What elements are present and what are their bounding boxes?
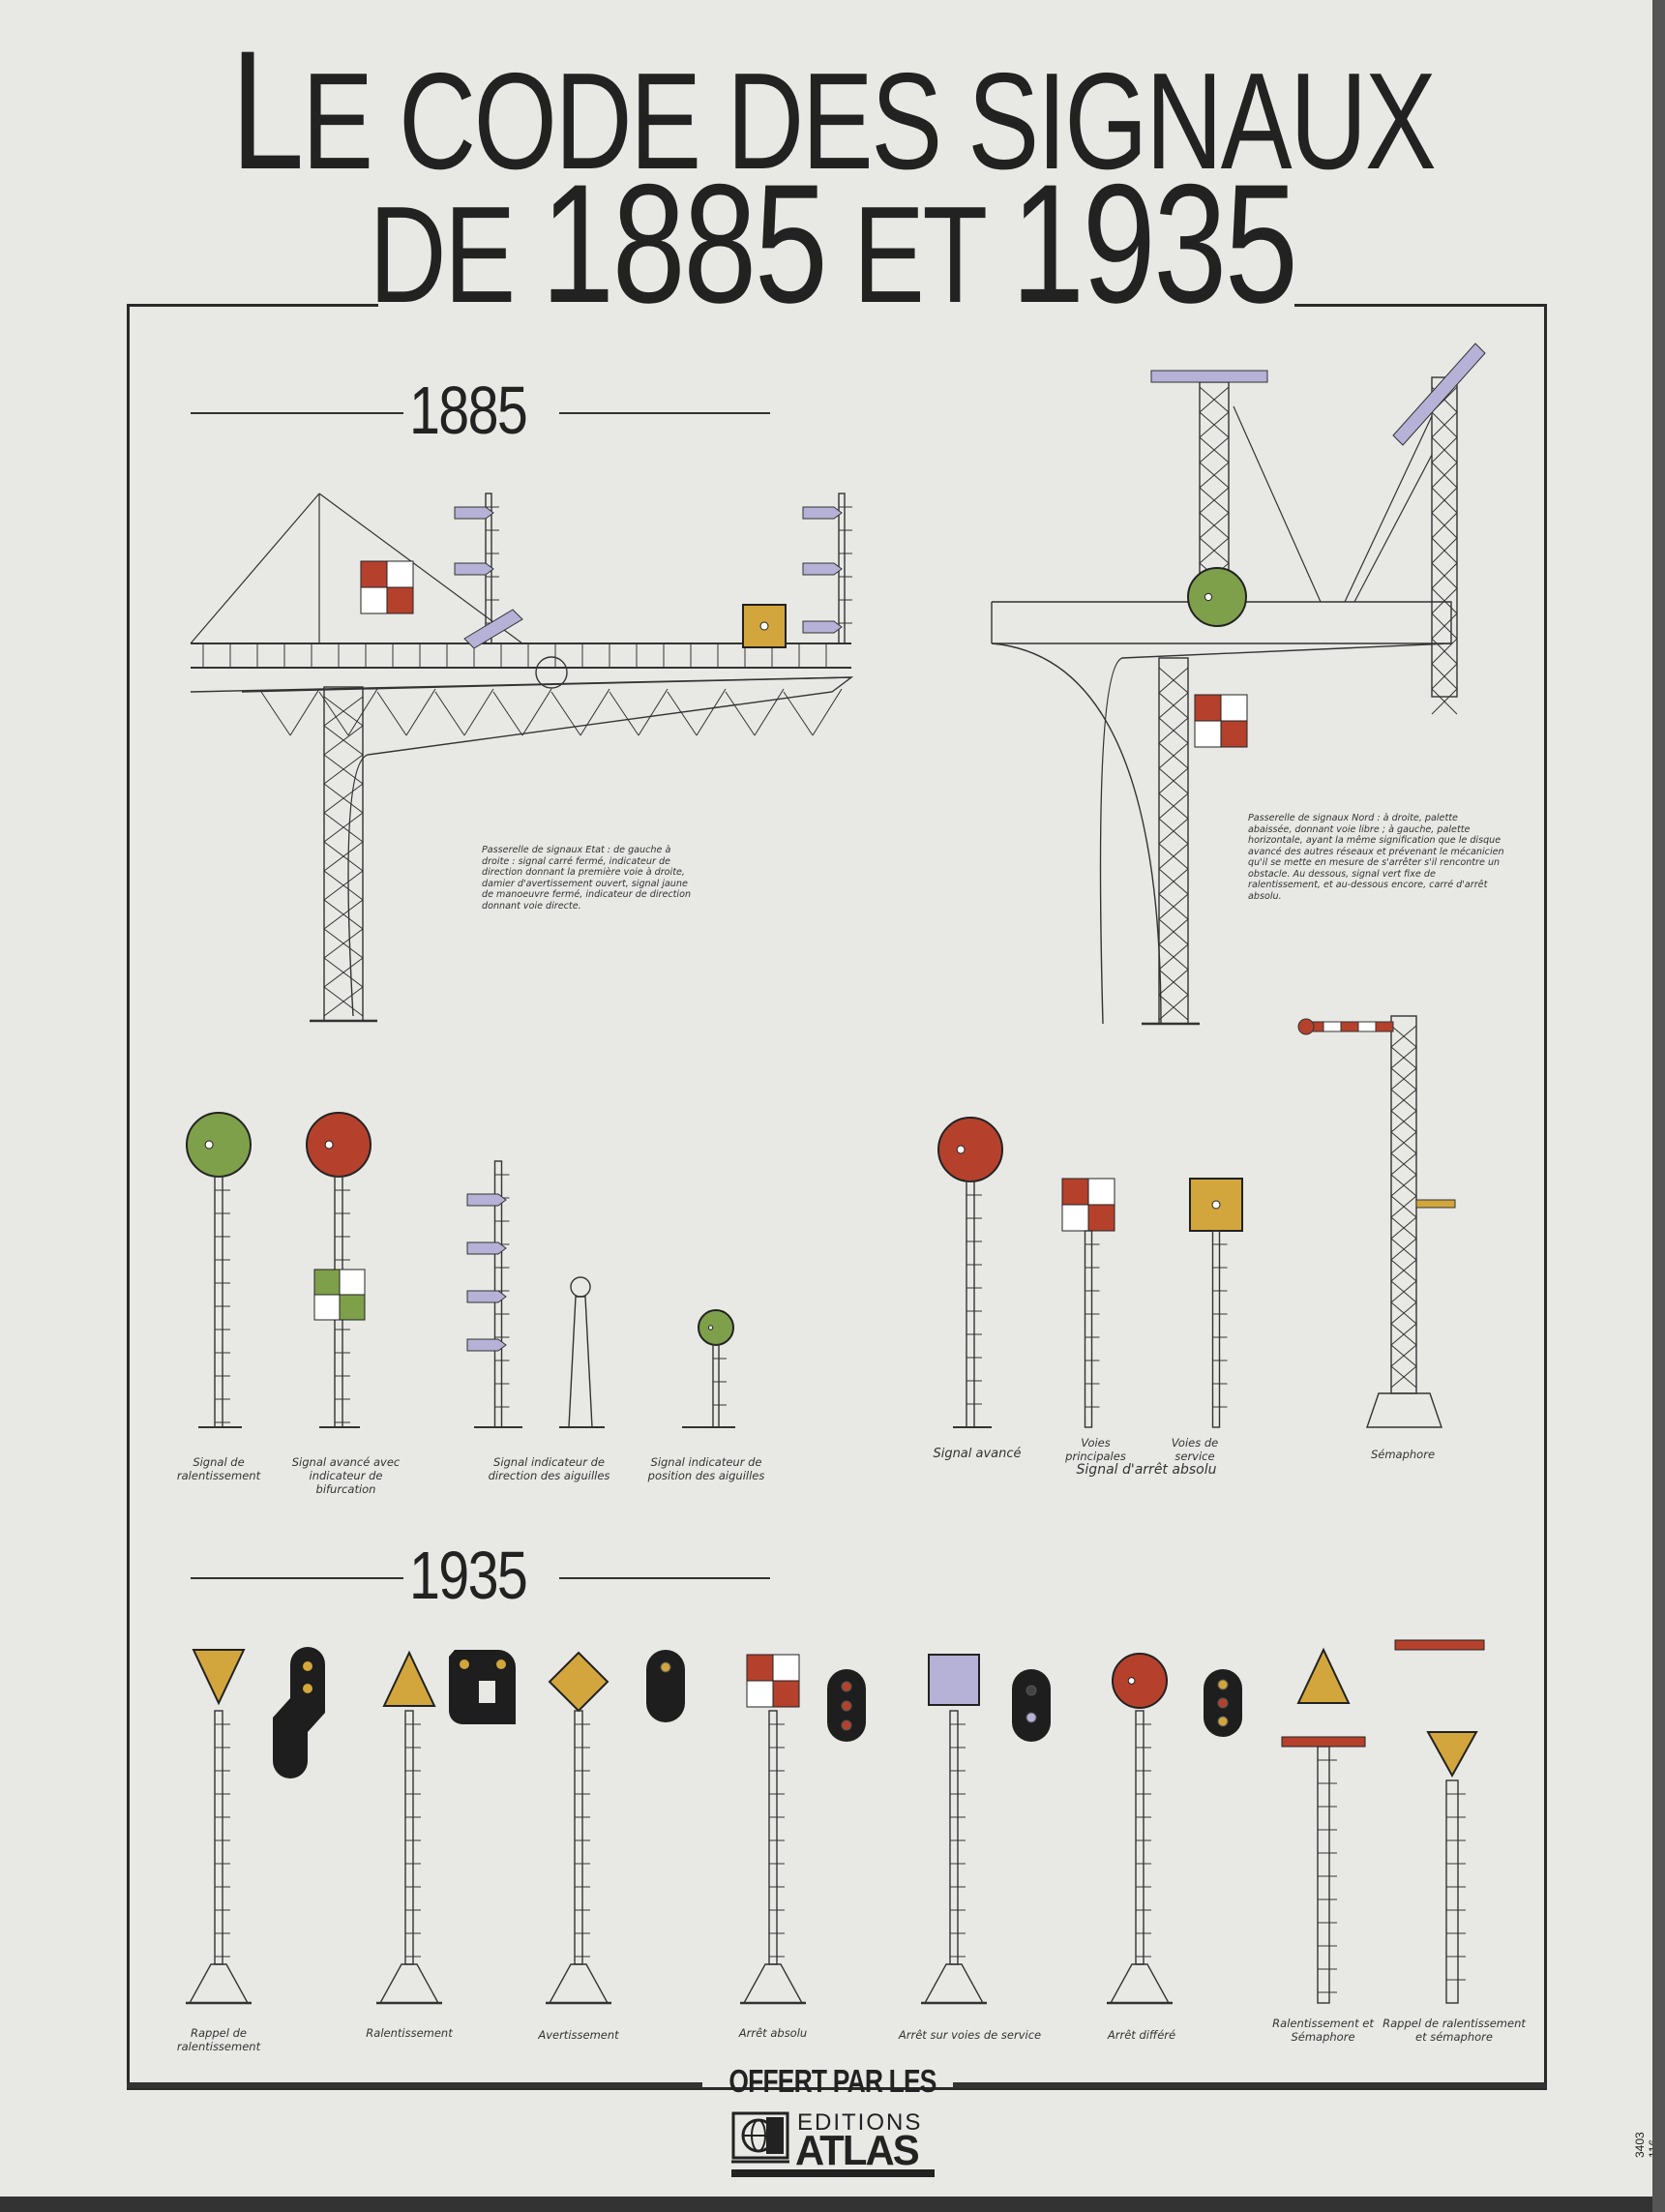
poster-title-line1: LE CODE DES SIGNAUX (183, 26, 1481, 195)
footer-rule-left (127, 2082, 702, 2088)
description-nord: Passerelle de signaux Nord : à droite, p… (1248, 813, 1504, 902)
caption: Signal indicateur de position des aiguil… (647, 1455, 765, 1482)
poster-frame (127, 304, 1547, 2090)
divider (559, 1577, 770, 1579)
description-etat: Passerelle de signaux Etat : de gauche à… (482, 845, 692, 912)
caption: Signal de ralentissement (176, 1455, 261, 1482)
caption: Ralentissement (366, 2026, 453, 2040)
caption: Ralentissement et Sémaphore (1272, 2017, 1374, 2044)
frame-top-left (127, 304, 378, 307)
caption: Signal indicateur de direction des aigui… (488, 1455, 610, 1482)
section-heading-1885: 1885 (409, 373, 528, 448)
divider (191, 1577, 403, 1579)
title-year-1935: 1935 (1011, 150, 1298, 339)
caption: Arrêt différé (1107, 2028, 1176, 2042)
divider (559, 412, 770, 414)
scan-edge (1652, 0, 1665, 2212)
caption: Voies de service (1171, 1436, 1219, 1463)
title-rest: E CODE DES SIGNAUX (302, 45, 1437, 198)
title-de: DE (369, 178, 542, 332)
globe-book-icon (731, 2111, 789, 2164)
caption: Rappel de ralentissement (176, 2026, 261, 2053)
caption: Sémaphore (1370, 1448, 1436, 1461)
title-initial: L (230, 16, 305, 205)
caption: Signal avancé avec indicateur de bifurca… (291, 1455, 401, 1496)
logo-underline (731, 2169, 935, 2177)
section-heading-1935: 1935 (409, 1538, 528, 1613)
offered-by-label: OFFERT PAR LES (728, 2063, 937, 2099)
caption: Arrêt sur voies de service (898, 2028, 1042, 2042)
footer-rule-right (953, 2082, 1546, 2088)
frame-top-right (1294, 304, 1544, 307)
caption: Signal avancé (933, 1447, 1022, 1461)
caption: Arrêt absolu (738, 2026, 808, 2040)
divider (191, 412, 403, 414)
title-year-1885: 1885 (541, 150, 828, 339)
brand-atlas: ATLAS (795, 2127, 920, 2174)
caption: Rappel de ralentissement et sémaphore (1383, 2017, 1526, 2044)
caption: Avertissement (538, 2028, 619, 2042)
title-et: ET (825, 178, 1012, 332)
caption: Voies principales (1065, 1436, 1126, 1463)
editions-atlas-logo: EDITIONS ATLAS (731, 2109, 935, 2177)
scan-edge (0, 2197, 1665, 2212)
brand-editions: EDITIONS (797, 2109, 923, 2136)
caption: Signal d'arrêt absolu (1076, 1462, 1217, 1478)
poster-title-line2: DE 1885 ET 1935 (183, 160, 1481, 329)
